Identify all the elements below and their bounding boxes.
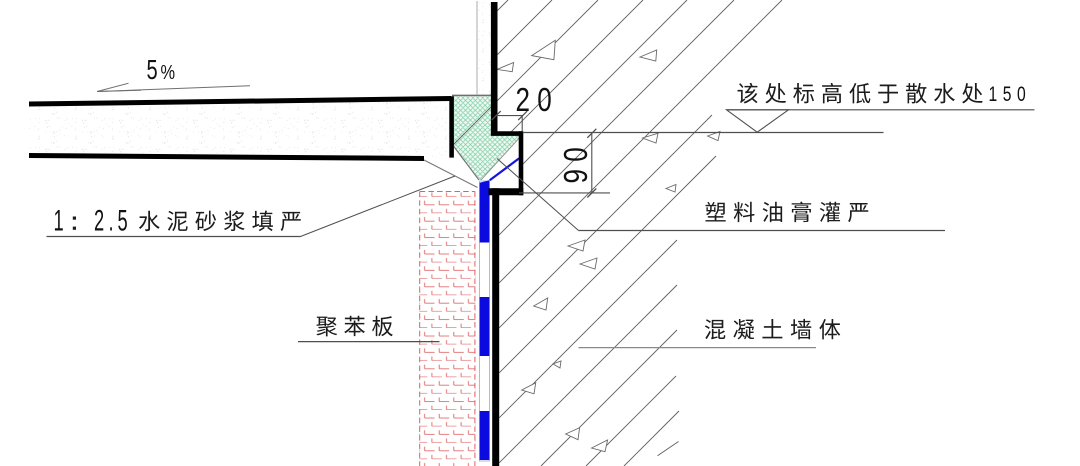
svg-text:5: 5 [118,205,128,237]
svg-text:150: 150 [989,81,1032,105]
svg-text:2 0: 2 0 [516,82,552,119]
svg-text:9 0: 9 0 [558,147,595,183]
svg-text:.: . [109,205,114,237]
svg-text:1: 1 [54,205,64,237]
svg-text:2: 2 [94,205,104,237]
svg-text:%: % [161,60,176,83]
svg-text:5: 5 [147,55,158,86]
